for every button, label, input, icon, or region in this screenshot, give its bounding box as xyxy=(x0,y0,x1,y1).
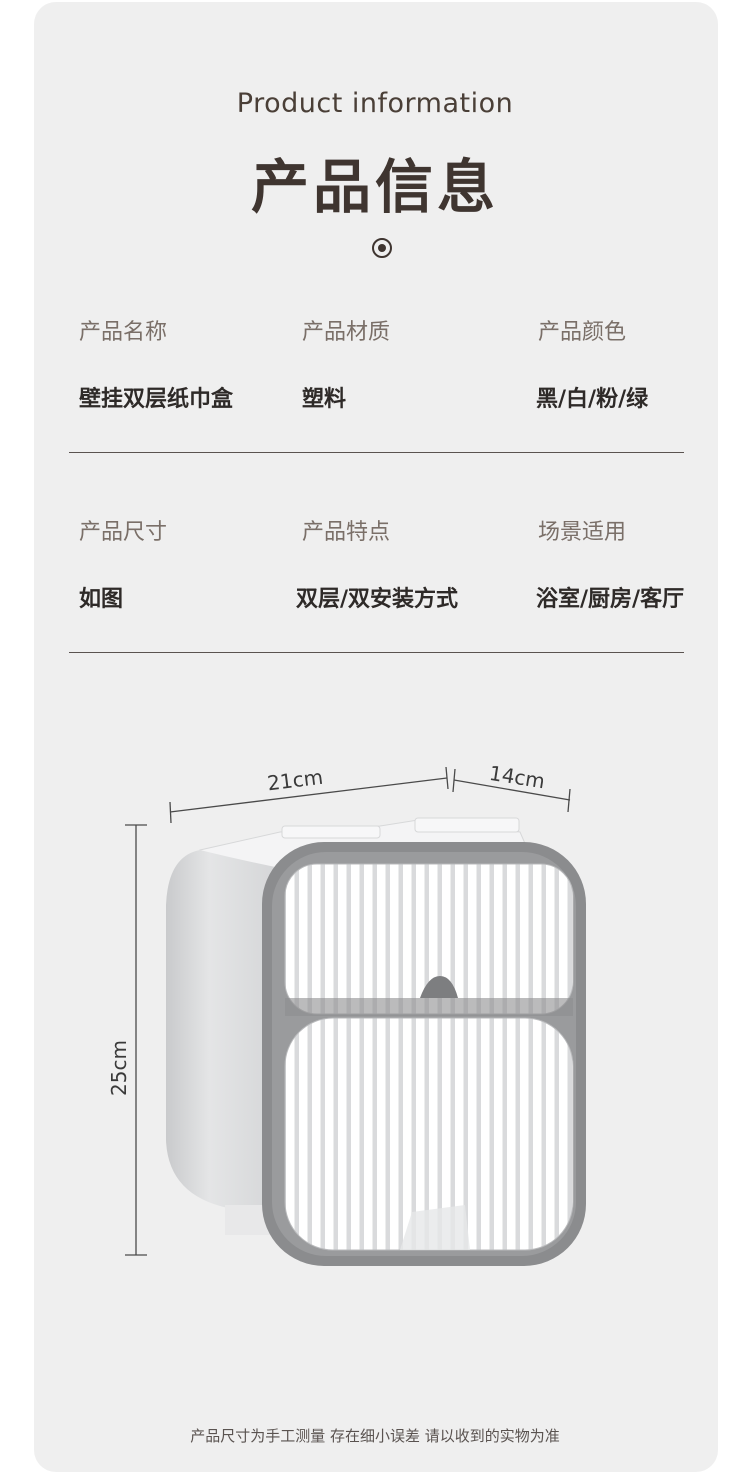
measurement-note: 产品尺寸为手工测量 存在细小误差 请以收到的实物为准 xyxy=(190,1427,560,1445)
spec-value-material: 塑料 xyxy=(302,387,347,412)
spec-label-color: 产品颜色 xyxy=(538,320,627,345)
dimension-width-label: 21cm xyxy=(266,765,324,796)
spec-label-material: 产品材质 xyxy=(302,320,391,345)
chinese-title: 产品信息 xyxy=(250,153,499,221)
spec-label-size: 产品尺寸 xyxy=(79,520,168,545)
spec-value-size: 如图 xyxy=(79,587,124,612)
english-title: Product information xyxy=(236,88,514,119)
spec-label-feature: 产品特点 xyxy=(302,520,391,545)
spec-value-name: 壁挂双层纸巾盒 xyxy=(79,387,234,412)
dimension-depth-label: 14cm xyxy=(488,761,547,793)
divider xyxy=(69,452,684,453)
spec-value-scene: 浴室/厨房/客厅 xyxy=(536,587,685,612)
target-dot-icon xyxy=(372,238,392,258)
spec-value-color: 黑/白/粉/绿 xyxy=(536,387,649,412)
spec-label-scene: 场景适用 xyxy=(538,520,627,545)
dimension-height-label: 25cm xyxy=(107,1040,131,1096)
divider xyxy=(69,652,684,653)
spec-label-name: 产品名称 xyxy=(79,320,168,345)
spec-value-feature: 双层/双安装方式 xyxy=(296,587,459,612)
